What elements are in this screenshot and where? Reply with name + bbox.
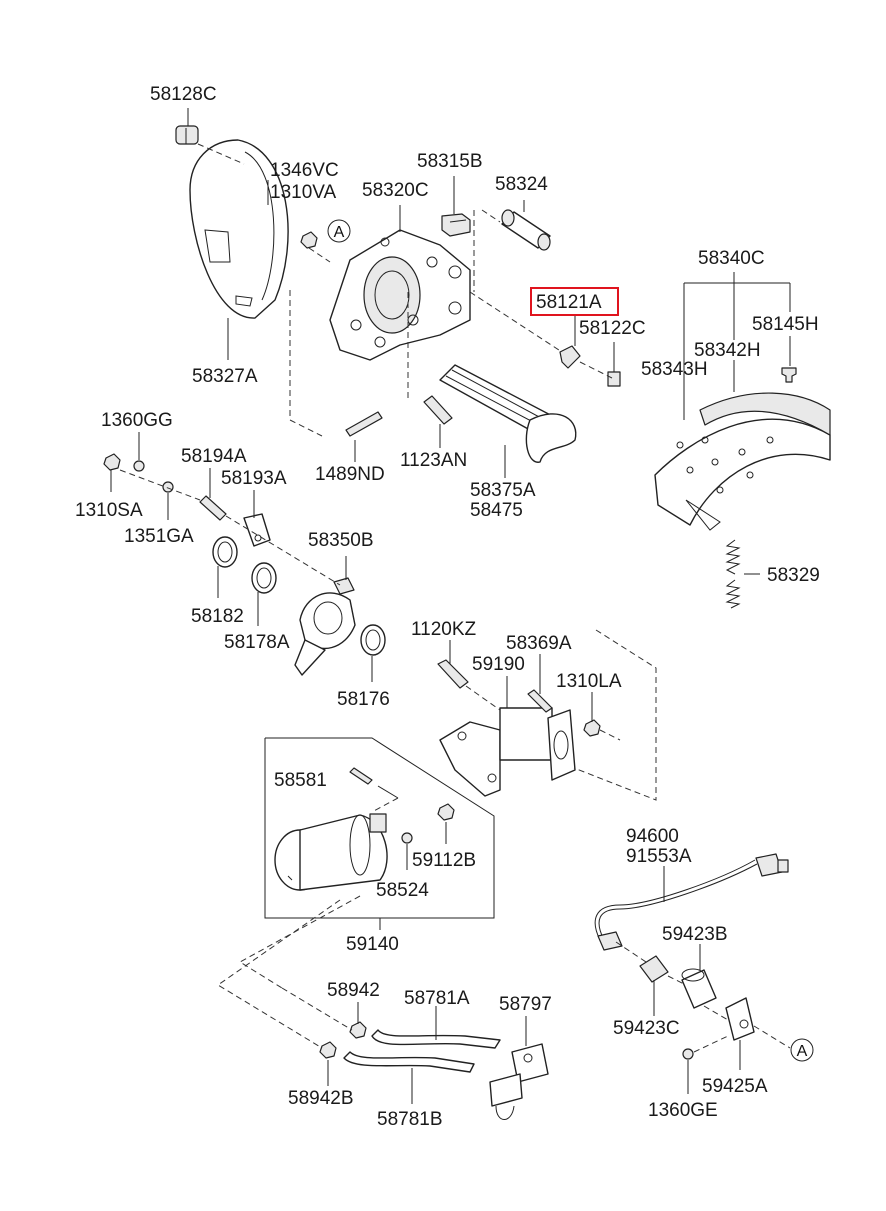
relay-valve-part[interactable] (489, 1043, 549, 1120)
seal-58182-part[interactable] (212, 536, 238, 568)
label-58350b[interactable]: 58350B (308, 530, 374, 551)
label-58194a[interactable]: 58194A (181, 446, 247, 467)
label-59112b[interactable]: 59112B (412, 850, 476, 871)
rivet-part[interactable] (781, 367, 797, 383)
seal-58178a-part[interactable] (251, 562, 277, 594)
label-58122c[interactable]: 58122C (579, 318, 646, 339)
sensor-cable-part[interactable] (594, 853, 789, 951)
sensor-holder-59425a-part[interactable] (725, 997, 755, 1041)
label-58320c[interactable]: 58320C (362, 180, 429, 201)
label-59423c[interactable]: 59423C (613, 1018, 680, 1039)
hose-58781b-part[interactable] (343, 1051, 475, 1073)
washer-1351ga-part[interactable] (162, 481, 174, 493)
label-58329[interactable]: 58329 (767, 565, 820, 586)
nut-1346vc-part[interactable] (300, 231, 318, 249)
washer-1360gg-part[interactable] (133, 460, 145, 472)
label-58121a[interactable]: 58121A (536, 292, 602, 313)
return-spring-part[interactable] (725, 539, 741, 609)
nut-1310la-part[interactable] (583, 719, 601, 737)
label-1360ge[interactable]: 1360GE (648, 1100, 718, 1121)
callout-a-top[interactable]: A (327, 219, 351, 243)
chamber-bracket-part[interactable] (439, 707, 576, 797)
label-58475[interactable]: 58475 (470, 500, 523, 521)
label-59425a[interactable]: 59425A (702, 1076, 768, 1097)
label-94600[interactable]: 94600 (626, 826, 679, 847)
label-1120kz[interactable]: 1120KZ (411, 619, 477, 640)
anchor-pin-part[interactable] (501, 209, 551, 251)
label-58315b[interactable]: 58315B (417, 151, 483, 172)
slack-adjuster-part[interactable] (294, 577, 356, 676)
adjuster-screw-part[interactable] (199, 495, 227, 521)
label-58797[interactable]: 58797 (499, 994, 552, 1015)
label-91553a[interactable]: 91553A (626, 846, 692, 867)
label-1123an[interactable]: 1123AN (400, 450, 467, 471)
washer-58524-part[interactable] (401, 832, 413, 844)
bolt-1123an-part[interactable] (423, 395, 453, 425)
label-1360gg[interactable]: 1360GG (101, 410, 173, 431)
label-58178a[interactable]: 58178A (224, 632, 290, 653)
label-59190[interactable]: 59190 (472, 654, 525, 675)
retainer-58122c-part[interactable] (607, 371, 621, 387)
label-1351ga[interactable]: 1351GA (124, 526, 194, 547)
brake-shoe-part[interactable] (654, 392, 831, 531)
label-59140[interactable]: 59140 (346, 934, 399, 955)
label-58781a[interactable]: 58781A (404, 988, 470, 1009)
label-58375a[interactable]: 58375A (470, 480, 536, 501)
washer-1360ge-part[interactable] (682, 1048, 694, 1060)
svg-text:A: A (334, 224, 345, 241)
label-58176[interactable]: 58176 (337, 689, 390, 710)
label-58343h[interactable]: 58343H (641, 359, 708, 380)
label-58524[interactable]: 58524 (376, 880, 429, 901)
nut-59112b-part[interactable] (437, 803, 455, 821)
brake-spider-part[interactable] (329, 229, 471, 361)
label-58128c[interactable]: 58128C (150, 84, 217, 105)
fitting-58942b-part[interactable] (319, 1041, 337, 1059)
lock-plate-part[interactable] (243, 513, 271, 547)
highlight-box (530, 287, 619, 316)
dust-shield-part[interactable] (189, 139, 289, 319)
camshaft-part[interactable] (439, 364, 577, 463)
label-58193a[interactable]: 58193A (221, 468, 287, 489)
bushing-part[interactable] (441, 213, 471, 237)
label-1310sa[interactable]: 1310SA (75, 500, 143, 521)
washer-58176-part[interactable] (360, 624, 386, 656)
label-58942b[interactable]: 58942B (288, 1088, 354, 1109)
bolt-58369a-part[interactable] (527, 689, 553, 713)
sensor-clip-59423c-part[interactable] (639, 955, 669, 983)
brake-chamber-part[interactable] (274, 813, 388, 891)
label-58324[interactable]: 58324 (495, 174, 548, 195)
label-58340c[interactable]: 58340C (698, 248, 765, 269)
label-58342h[interactable]: 58342H (694, 340, 761, 361)
label-58145h[interactable]: 58145H (752, 314, 819, 335)
plug-part[interactable] (175, 125, 199, 145)
sensor-bushing-59423b-part[interactable] (681, 968, 717, 1009)
label-58581[interactable]: 58581 (274, 770, 327, 791)
label-58942[interactable]: 58942 (327, 980, 380, 1001)
leader-lines (110, 108, 791, 1104)
chamber-group-box (264, 737, 495, 919)
label-58369a[interactable]: 58369A (506, 633, 572, 654)
label-59423b[interactable]: 59423B (662, 924, 728, 945)
label-1489nd[interactable]: 1489ND (315, 464, 385, 485)
clip-58121a-part[interactable] (559, 345, 581, 369)
label-1310la[interactable]: 1310LA (556, 671, 622, 692)
fitting-58942-part[interactable] (349, 1021, 367, 1039)
label-1346vc[interactable]: 1346VC (270, 160, 339, 181)
part-labels: 58128C 1346VC 1310VA 58315B 58324 58320C… (75, 84, 820, 1130)
label-58327a[interactable]: 58327A (192, 366, 258, 387)
label-1310va[interactable]: 1310VA (270, 182, 337, 203)
svg-text:A: A (797, 1043, 808, 1060)
stud-58581-part[interactable] (349, 767, 373, 785)
label-58182[interactable]: 58182 (191, 606, 244, 627)
bolt-1489nd-part[interactable] (345, 411, 383, 437)
nut-1310sa-part[interactable] (103, 453, 121, 471)
callout-a-bottom[interactable]: A (790, 1038, 814, 1062)
label-58781b[interactable]: 58781B (377, 1109, 443, 1130)
bolt-1120kz-part[interactable] (437, 659, 469, 689)
